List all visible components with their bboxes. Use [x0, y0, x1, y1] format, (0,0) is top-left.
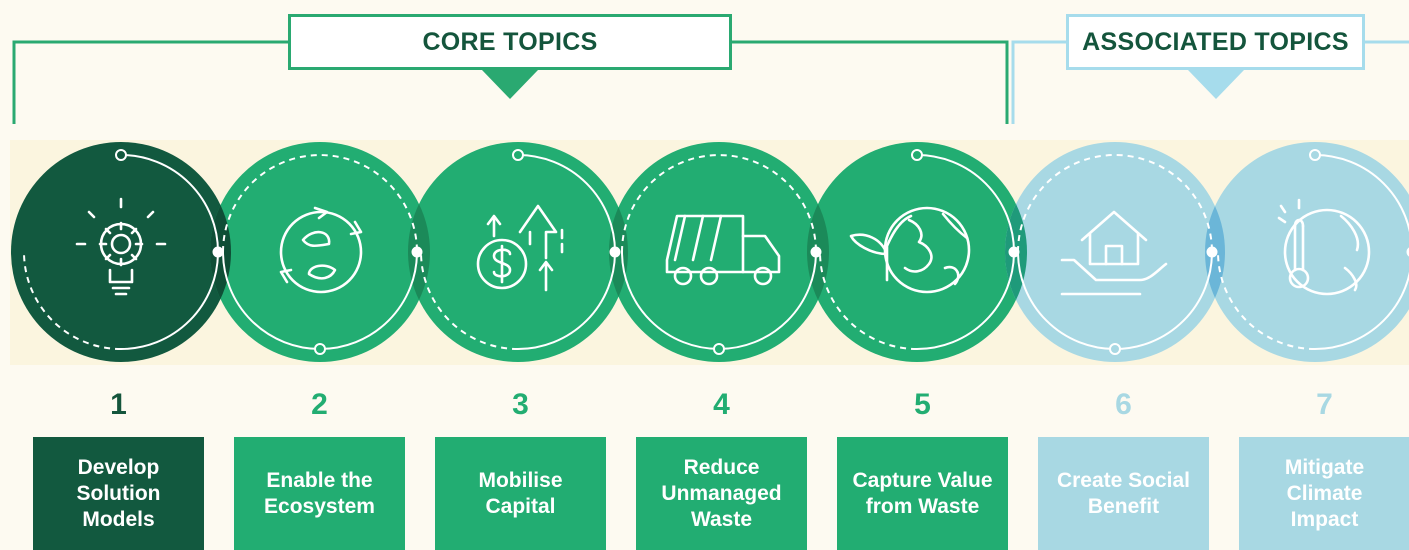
- core-topics-label: CORE TOPICS: [288, 14, 732, 70]
- orbit-dot: [411, 246, 423, 258]
- topic-number-1: 1: [110, 388, 127, 421]
- orbit-dot: [115, 149, 127, 161]
- topic-circle-6: [1005, 142, 1225, 362]
- thermometer-globe-icon: [1277, 198, 1371, 296]
- orbit-dot: [713, 343, 725, 355]
- recycle-globe-icon: [279, 206, 363, 294]
- orbit-dot: [911, 149, 923, 161]
- orbit-dot: [1206, 246, 1218, 258]
- topic-number-7: 7: [1316, 388, 1333, 421]
- topic-label-1: Develop Solution Models: [33, 437, 204, 550]
- core-pointer: [482, 70, 538, 99]
- orbit-dot: [314, 343, 326, 355]
- plant-globe-icon: [849, 206, 971, 294]
- orbit-line-5: [819, 251, 918, 350]
- orbit-line-4: [621, 154, 817, 253]
- topic-circle-5: [807, 142, 1027, 362]
- topic-circle-3: [408, 142, 628, 362]
- orbit-line-7: [1217, 251, 1316, 350]
- dollar-arrows-icon: [476, 204, 564, 292]
- topic-label-3: Mobilise Capital: [435, 437, 606, 550]
- orbit-dot: [512, 149, 524, 161]
- associated-topics-label: ASSOCIATED TOPICS: [1066, 14, 1365, 70]
- orbit-line-6: [1017, 154, 1213, 253]
- topic-number-4: 4: [713, 388, 730, 421]
- topic-number-6: 6: [1115, 388, 1132, 421]
- associated-bracket: [1011, 40, 1409, 124]
- associated-pointer: [1188, 70, 1244, 99]
- topic-circle-4: [609, 142, 829, 362]
- orbit-line-1: [23, 251, 122, 350]
- topic-label-5: Capture Value from Waste: [837, 437, 1008, 550]
- topic-circle-2: [210, 142, 430, 362]
- orbit-line-3: [420, 251, 519, 350]
- orbit-line-2: [222, 154, 418, 253]
- hand-house-icon: [1060, 210, 1168, 296]
- topic-label-4: Reduce Unmanaged Waste: [636, 437, 807, 550]
- topic-label-2: Enable the Ecosystem: [234, 437, 405, 550]
- orbit-dot: [609, 246, 621, 258]
- orbit-dot: [810, 246, 822, 258]
- topic-circle-7: [1205, 142, 1409, 362]
- topic-label-6: Create Social Benefit: [1038, 437, 1209, 550]
- lightbulb-gear-icon: [75, 197, 167, 296]
- core-bracket: [12, 40, 1009, 124]
- topic-number-3: 3: [512, 388, 529, 421]
- orbit-line-7: [1314, 154, 1409, 350]
- orbit-dot: [1309, 149, 1321, 161]
- topic-label-7: Mitigate Climate Impact: [1239, 437, 1409, 550]
- orbit-dot: [212, 246, 224, 258]
- topic-number-5: 5: [914, 388, 931, 421]
- topic-number-2: 2: [311, 388, 328, 421]
- orbit-dot: [1109, 343, 1121, 355]
- garbage-truck-icon: [665, 214, 781, 286]
